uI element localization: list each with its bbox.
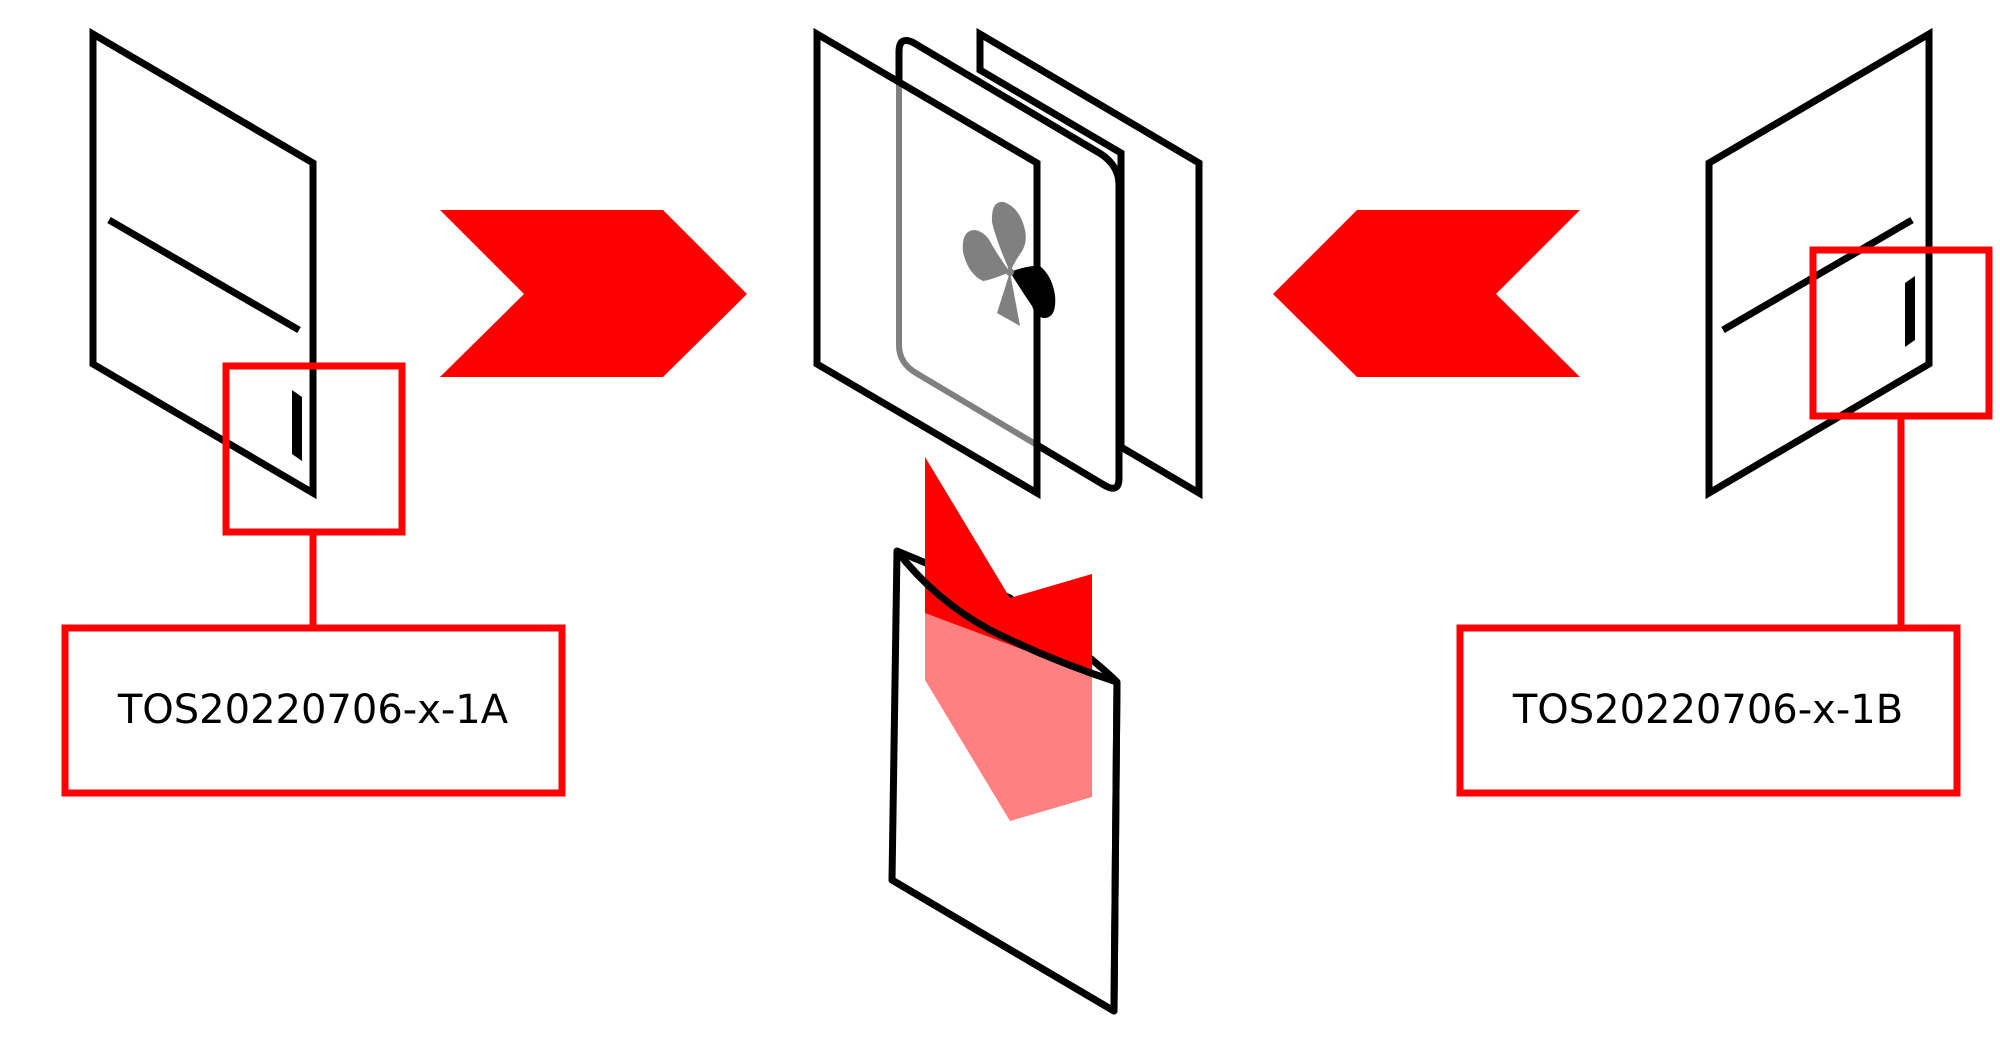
right-panel-slot-line xyxy=(1721,216,1914,334)
right-label: TOS20220706-x-1B xyxy=(1512,687,1903,733)
right-callout: TOS20220706-x-1B xyxy=(1456,246,1993,797)
fan-blade-top xyxy=(991,201,1026,272)
chevron-right-arrow-icon xyxy=(440,210,747,377)
left-label-box xyxy=(61,624,566,797)
left-panel xyxy=(89,27,317,500)
fan-hub xyxy=(1006,268,1014,276)
fan-blade-bottom xyxy=(997,272,1020,326)
chevron-left-arrow-icon xyxy=(1273,210,1580,377)
left-callout: TOS20220706-x-1A xyxy=(61,362,566,797)
left-panel-tab xyxy=(292,390,302,461)
right-panel xyxy=(1705,27,1933,500)
right-label-box xyxy=(1456,624,1961,797)
center-frame-black xyxy=(895,37,1123,492)
center-assembly xyxy=(813,27,1203,500)
bottom-assembly xyxy=(888,457,1121,1015)
center-front-panel xyxy=(813,27,1041,500)
center-frame-gray xyxy=(896,80,1039,448)
right-panel-outline xyxy=(1705,27,1933,500)
fan-blade-right xyxy=(1010,265,1056,318)
left-label: TOS20220706-x-1A xyxy=(117,687,509,733)
left-panel-slot-line xyxy=(107,216,301,334)
right-panel-tab xyxy=(1905,276,1915,347)
left-panel-outline xyxy=(89,27,317,500)
fan-blade-left xyxy=(962,230,1010,281)
bottom-cover-fold-top xyxy=(894,548,1119,686)
bottom-cover-edge xyxy=(890,681,1121,1015)
fan-icon xyxy=(962,201,1056,326)
right-highlight-box xyxy=(1809,246,1993,420)
